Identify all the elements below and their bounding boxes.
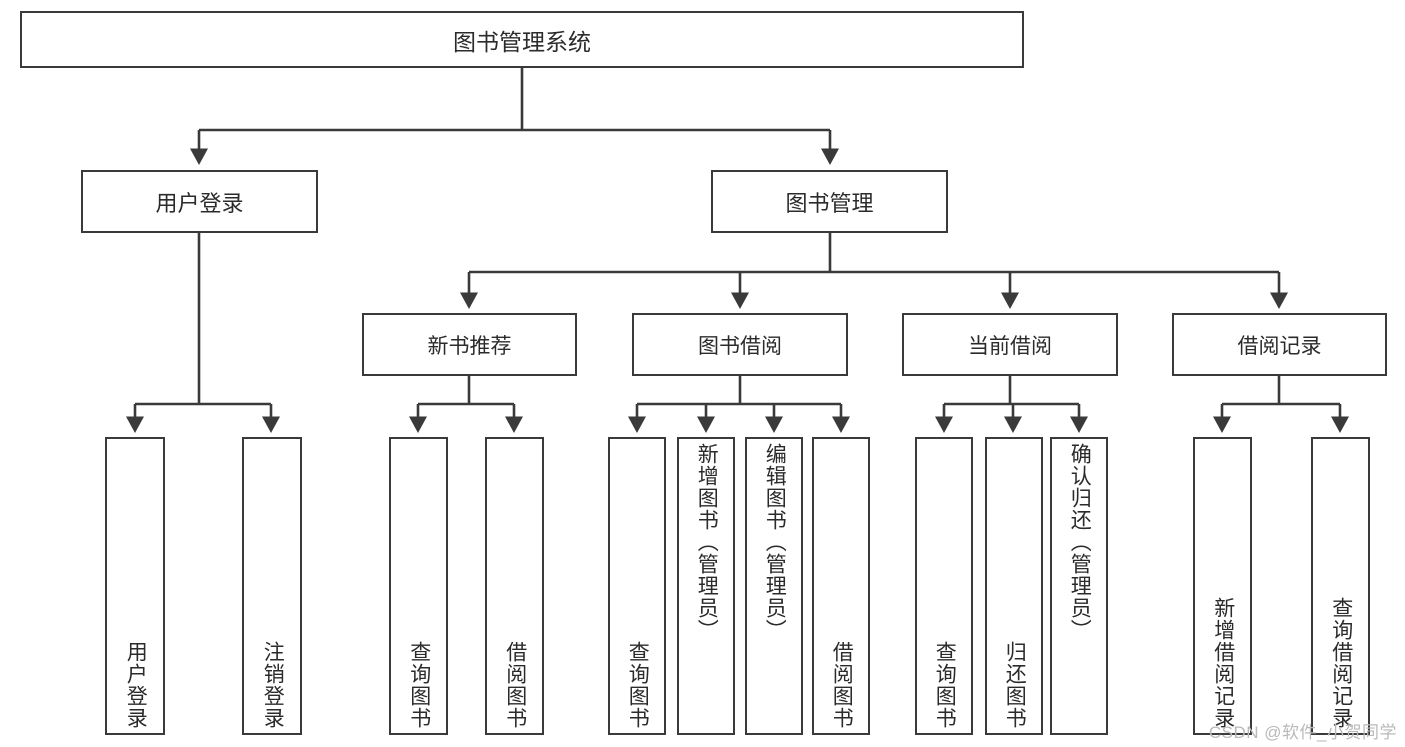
node-label: 新书推荐: [427, 334, 512, 358]
node-label: 当前借阅: [968, 334, 1052, 358]
leaf-confirm-return-admin[interactable]: 确认归还（管理员）: [1050, 437, 1108, 735]
csdn-watermark: CSDN @软件_小贺同学: [1208, 723, 1397, 742]
node-label: 新增图书（管理员）: [695, 443, 719, 641]
node-label: 确认归还（管理员）: [1068, 443, 1092, 641]
node-root-book-management-system[interactable]: 图书管理系统: [20, 11, 1024, 68]
leaf-user-logout[interactable]: 注销登录: [242, 437, 302, 735]
node-label: 借阅图书: [503, 641, 527, 729]
node-label: 归还图书: [1003, 641, 1027, 729]
node-label: 编辑图书（管理员）: [763, 443, 787, 641]
node-label: 注销登录: [261, 641, 285, 729]
node-label: 借阅记录: [1237, 334, 1322, 358]
node-label: 新增借阅记录: [1211, 597, 1235, 729]
node-user-login[interactable]: 用户登录: [81, 170, 318, 233]
leaf-query-book-new-recommend[interactable]: 查询图书: [389, 437, 448, 735]
leaf-add-book-admin[interactable]: 新增图书（管理员）: [677, 437, 735, 735]
node-label: 用户登录: [124, 641, 148, 729]
node-label: 用户登录: [155, 190, 244, 216]
node-label: 图书管理系统: [453, 28, 591, 55]
node-label: 查询借阅记录: [1329, 597, 1353, 729]
node-new-book-recommend[interactable]: 新书推荐: [362, 313, 577, 376]
node-book-management[interactable]: 图书管理: [711, 170, 948, 233]
node-label: 借阅图书: [830, 641, 854, 729]
node-label: 图书管理: [785, 190, 874, 216]
leaf-user-login[interactable]: 用户登录: [105, 437, 165, 735]
node-label: 查询图书: [933, 641, 957, 729]
node-current-borrow[interactable]: 当前借阅: [902, 313, 1118, 376]
leaf-borrow-book-new-recommend[interactable]: 借阅图书: [485, 437, 544, 735]
node-book-borrow[interactable]: 图书借阅: [632, 313, 848, 376]
leaf-query-book-borrow[interactable]: 查询图书: [608, 437, 666, 735]
node-borrow-record[interactable]: 借阅记录: [1172, 313, 1387, 376]
leaf-query-book-current[interactable]: 查询图书: [915, 437, 973, 735]
node-label: 查询图书: [626, 641, 650, 729]
leaf-borrow-book[interactable]: 借阅图书: [812, 437, 870, 735]
leaf-edit-book-admin[interactable]: 编辑图书（管理员）: [745, 437, 803, 735]
leaf-return-book[interactable]: 归还图书: [985, 437, 1043, 735]
leaf-add-borrow-record[interactable]: 新增借阅记录: [1193, 437, 1252, 735]
leaf-query-borrow-record[interactable]: 查询借阅记录: [1311, 437, 1370, 735]
node-label: 图书借阅: [698, 334, 782, 358]
node-label: 查询图书: [407, 641, 431, 729]
